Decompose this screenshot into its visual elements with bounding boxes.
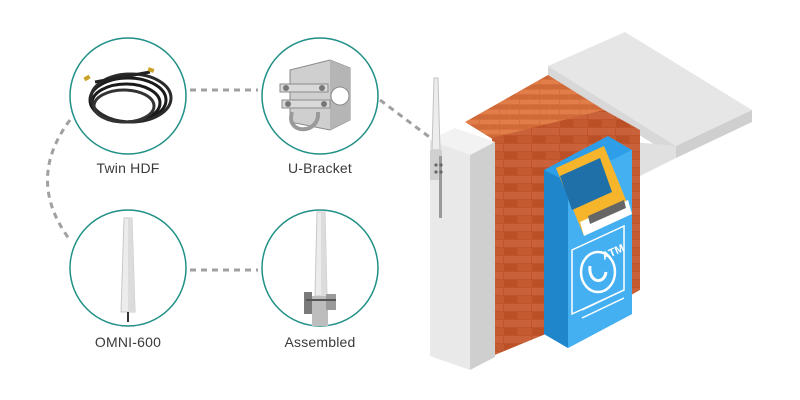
assembled-circle — [261, 209, 379, 327]
caption-twin-hdf: Twin HDF — [96, 160, 160, 176]
omni-600-circle — [69, 209, 187, 327]
u-bracket-icon — [279, 59, 351, 132]
atm-machine — [544, 136, 632, 348]
assembled-antenna-icon — [304, 211, 336, 326]
caption-assembled: Assembled — [284, 334, 356, 350]
twin-hdf-circle — [69, 37, 187, 155]
mounted-antenna — [430, 77, 443, 218]
omni-antenna-icon — [120, 217, 136, 322]
u-bracket-circle — [261, 37, 379, 155]
caption-u-bracket: U-Bracket — [287, 160, 353, 176]
caption-omni-600: OMNI-600 — [94, 334, 162, 350]
cable-coil-icon — [88, 70, 173, 124]
connector-lines — [46, 88, 441, 272]
